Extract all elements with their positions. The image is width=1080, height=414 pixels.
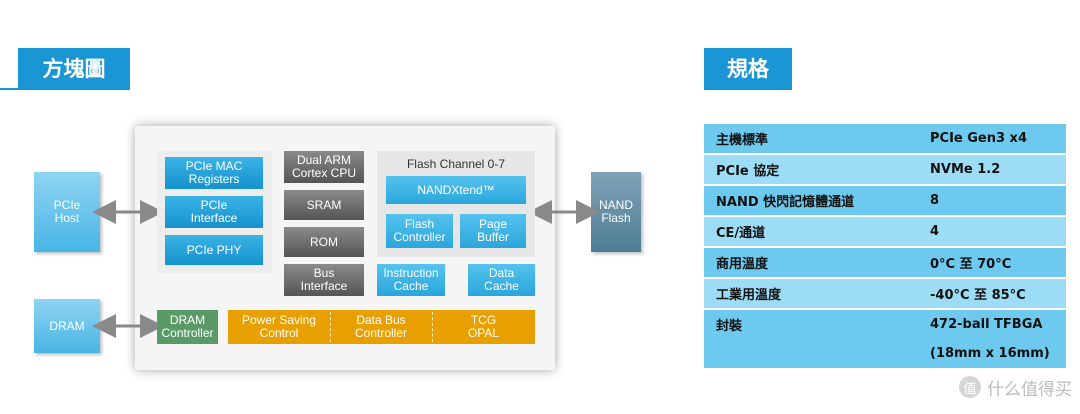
pcie-interface-block: PCIe Interface [165, 196, 263, 228]
bus-interface-block: Bus Interface [284, 264, 364, 296]
spec-key: PCIe 協定 [704, 155, 918, 186]
spec-key: NAND 快閃記憶體通道 [704, 186, 918, 217]
nandxtend-block: NANDXtend™ [386, 176, 526, 204]
specs-title-underline [704, 88, 792, 90]
spec-key: CE/通道 [704, 217, 918, 248]
block-diagram-title-underline [0, 88, 130, 90]
spec-key: 商用溫度 [704, 248, 918, 279]
flash-controller-block: Flash Controller [386, 214, 453, 248]
spec-value: 4 [918, 217, 1066, 248]
spec-value: 472-ball TFBGA [918, 310, 1066, 339]
data-bus-block: Data Bus Controller [354, 313, 408, 340]
watermark-logo-icon: 值 [959, 376, 981, 398]
spec-row: (18mm x 16mm) [704, 339, 1066, 370]
dram-controller-block: DRAM Controller [157, 310, 218, 344]
spec-key: 封裝 [704, 310, 918, 339]
pcie-phy-block: PCIe PHY [165, 235, 263, 265]
dram-block: DRAM [34, 299, 100, 353]
pcie-mac-registers-block: PCIe MAC Registers [165, 157, 263, 189]
specs-title: 規格 [704, 48, 792, 88]
spec-value: NVMe 1.2 [918, 155, 1066, 186]
spec-value: 8 [918, 186, 1066, 217]
rom-block: ROM [284, 227, 364, 257]
data-cache-block: Data Cache [468, 264, 535, 296]
spec-value: -40°C 至 85°C [918, 279, 1066, 310]
power-saving-block: Power Saving Control [241, 313, 317, 340]
flash-channel-label: Flash Channel 0-7 [406, 157, 506, 171]
block-diagram-title: 方塊圖 [18, 48, 130, 88]
spec-value: 0°C 至 70°C [918, 248, 1066, 279]
page-buffer-block: Page Buffer [460, 214, 526, 248]
spec-value: (18mm x 16mm) [918, 339, 1066, 370]
system-bar-divider [330, 312, 331, 342]
system-bar-divider [432, 312, 433, 342]
watermark-text: 什么值得买 [987, 379, 1072, 400]
spec-key [704, 339, 918, 370]
sram-block: SRAM [284, 190, 364, 220]
spec-key: 主機標準 [704, 124, 918, 155]
cpu-block: Dual ARM Cortex CPU [284, 151, 364, 183]
watermark: 值 什么值得买 [912, 372, 1072, 402]
spec-value: PCIe Gen3 x4 [918, 124, 1066, 155]
tcg-opal-block: TCG OPAL [467, 313, 500, 340]
spec-row: 工業用溫度-40°C 至 85°C [704, 279, 1066, 310]
nand-flash-block: NAND Flash [591, 172, 641, 252]
system-bar [228, 310, 535, 344]
instruction-cache-block: Instruction Cache [377, 264, 445, 296]
pcie-host-block: PCIe Host [34, 172, 100, 252]
spec-key: 工業用溫度 [704, 279, 918, 310]
